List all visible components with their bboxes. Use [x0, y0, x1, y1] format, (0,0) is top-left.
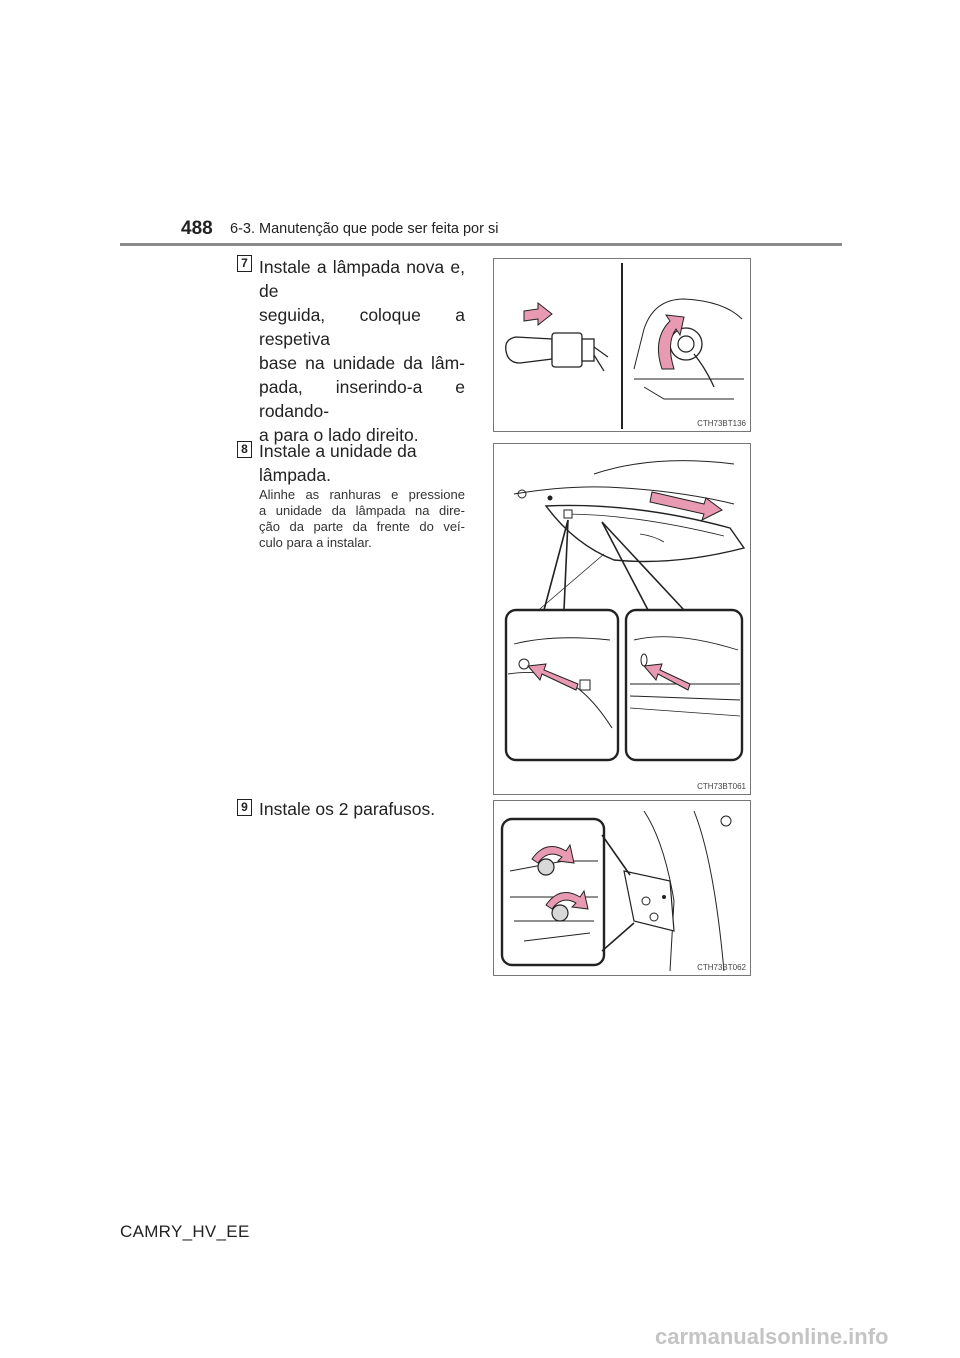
step-7-line: seguida, coloque a respetiva [259, 305, 465, 349]
step-9-number: 9 [237, 799, 252, 816]
bulb-install-illustration [505, 263, 744, 429]
step-9-line: Instale os 2 parafusos. [259, 799, 436, 819]
figure-code: CTH73BT062 [697, 963, 746, 972]
step-8-line: lâmpada. [259, 465, 331, 485]
lamp-unit-install-illustration [504, 460, 746, 762]
step-8-note-line: Alinhe as ranhuras e pressione [259, 487, 465, 502]
section-title: 6-3. Manutenção que pode ser feita por s… [230, 221, 499, 237]
step-8-note: Alinhe as ranhuras e pressione a unidade… [259, 487, 465, 551]
header-rule [120, 243, 842, 246]
step-7-figure: CTH73BT136 [493, 258, 751, 432]
model-code: CAMRY_HV_EE [120, 1222, 250, 1241]
bolt-install-illustration [500, 810, 732, 972]
step-7-number: 7 [237, 255, 252, 272]
step-7-line: base na unidade da lâm- [259, 353, 465, 373]
step-8-line: Instale a unidade da [259, 441, 417, 461]
step-8-note-line: a unidade da lâmpada na dire- [259, 503, 465, 518]
step-8-note-line: ção da parte da frente do veí- [259, 519, 465, 534]
step-8-text: Instale a unidade da lâmpada. [259, 439, 465, 487]
step-7-text: Instale a lâmpada nova e, de seguida, co… [259, 255, 465, 447]
step-8-number: 8 [237, 441, 252, 458]
figure-code: CTH73BT061 [697, 782, 746, 791]
step-9-figure: CTH73BT062 [493, 800, 751, 976]
step-8-figure: CTH73BT061 [493, 443, 751, 795]
page-number: 488 [181, 218, 213, 239]
watermark: carmanualsonline.info [655, 1324, 889, 1349]
step-8-note-line: culo para a instalar. [259, 535, 372, 550]
step-7-line: a para o lado direito. [259, 425, 419, 445]
step-9-text: Instale os 2 parafusos. [259, 797, 465, 821]
step-7-line: pada, inserindo-a e rodando- [259, 377, 465, 421]
step-7-line: Instale a lâmpada nova e, de [259, 257, 465, 301]
figure-code: CTH73BT136 [697, 419, 746, 428]
